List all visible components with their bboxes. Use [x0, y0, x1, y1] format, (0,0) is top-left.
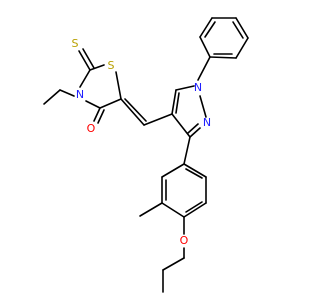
- bond-c4-c5pyr: [171, 89, 177, 115]
- bond-c4-c5: [99, 98, 122, 109]
- bond-ph-5: [235, 37, 249, 59]
- bond-c5-s1: [115, 71, 122, 100]
- bond-ar-methyl: [139, 202, 163, 217]
- bond-c2-n3: [79, 69, 91, 88]
- bond-ar-4: [183, 202, 207, 218]
- bond-ar-d3: [185, 168, 203, 179]
- bond-c4-o-double-b: [97, 109, 105, 124]
- atom-s-ring: S: [108, 59, 115, 72]
- bond-ph-d1: [204, 21, 216, 38]
- atom-n-thiazolidinone: N: [76, 88, 84, 101]
- bond-ph-4: [235, 17, 249, 39]
- bond-n2-c3-inner: [187, 123, 199, 134]
- bond-c3-ar: [183, 136, 191, 165]
- atom-o-carbonyl: O: [87, 122, 96, 135]
- bond-c4-c5pyr-inner: [175, 92, 180, 114]
- bond-n1-ph: [197, 56, 211, 81]
- atom-n2-pyrazole: N: [203, 116, 211, 129]
- bond-n3-ch2: [59, 89, 75, 97]
- thiazolidinone-ring: [43, 48, 122, 124]
- bond-c2-s-double-a: [78, 50, 91, 71]
- bond-c2-s-double-b: [82, 48, 95, 69]
- bond-n1-n2: [199, 95, 207, 118]
- bond-ar-d2: [185, 201, 203, 213]
- ethoxy-methylphenyl-ring: [139, 136, 207, 293]
- bond-c4-o-double-a: [93, 107, 101, 122]
- exocyclic-double-bond: [120, 98, 173, 126]
- bond-ph-6: [209, 56, 237, 59]
- pyrazole-ring: [171, 85, 207, 138]
- bond-ar-1: [161, 163, 185, 178]
- bond-n3-c4: [85, 100, 101, 109]
- bond-c5-n1: [175, 85, 195, 91]
- bond-ch2-ch3-ethoxy: [162, 257, 185, 271]
- n-phenyl-ring: [197, 17, 249, 81]
- bond-c5-ch-inner: [124, 98, 147, 122]
- bond-ch-c4pyr: [143, 113, 173, 126]
- bond-ar-3: [161, 202, 185, 218]
- bond-ar-6: [183, 163, 207, 178]
- bond-c5-ch: [120, 98, 145, 126]
- atom-n1-pyrazole: N: [194, 81, 202, 94]
- atom-labels: S S N O N N O: [72, 37, 212, 247]
- bond-ch2-ch3: [43, 89, 61, 105]
- bond-ph-2: [199, 17, 213, 38]
- bond-s1-c2: [89, 64, 105, 71]
- molecule-structure: S S N O N N O: [43, 17, 249, 293]
- bond-ph-d2: [232, 21, 244, 39]
- atom-o-ether: O: [180, 234, 189, 247]
- bond-n2-c3: [189, 127, 201, 138]
- bond-ph-1: [199, 36, 211, 58]
- bond-c3-c4: [171, 113, 191, 138]
- atom-s-thione: S: [72, 37, 79, 50]
